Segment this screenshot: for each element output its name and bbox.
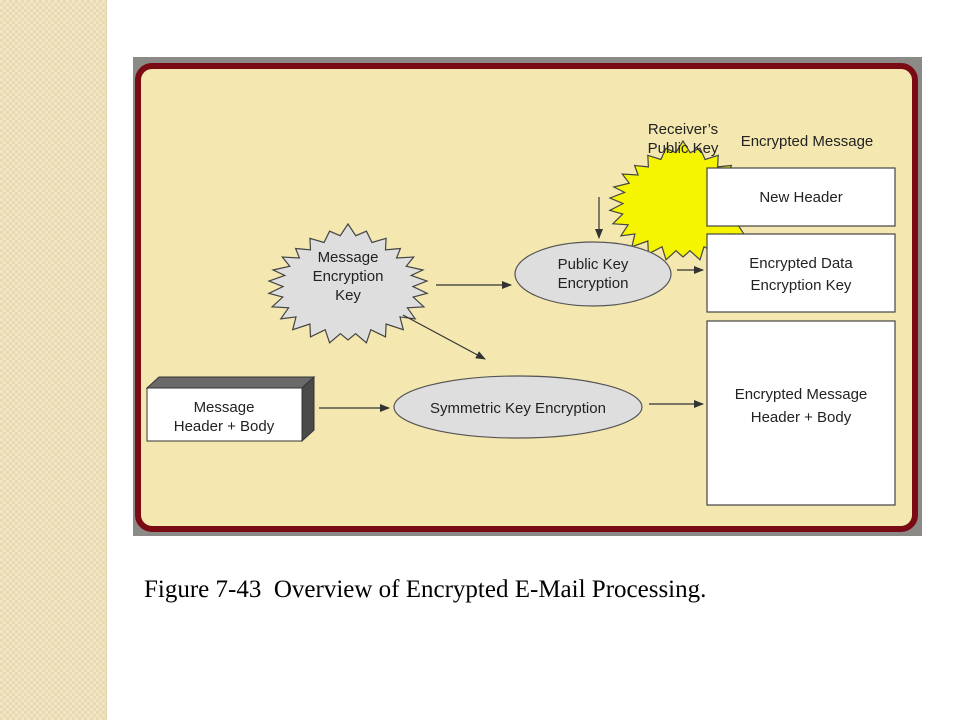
encrypted-data-key-line2: Encryption Key [751,277,852,294]
message-key-line3: Key [335,287,361,304]
encrypted-email-diagram: Receiver’s Public Key Message Encryption… [133,57,922,536]
message-header-body-block [145,375,316,443]
symmetric-key-encryption-ellipse [393,375,643,439]
encrypted-data-key-box [706,233,896,313]
encrypted-message-body-box [706,320,896,506]
public-key-encryption-line2: Encryption [558,275,629,292]
receiver-key-line2: Public Key [648,140,719,157]
new-header-box [706,167,896,227]
message-box-line1: Message [194,399,255,416]
encrypted-message-body-line2: Header + Body [751,409,852,426]
new-header-label: New Header [759,189,842,206]
message-key-line2: Encryption [313,268,384,285]
arrow-message-key-to-symmetric-encryption [402,314,486,360]
decorative-side-strip [0,0,107,720]
receiver-key-line1: Receiver’s [648,121,718,138]
encrypted-message-title: Encrypted Message [741,133,874,150]
encrypted-data-key-line1: Encrypted Data [749,255,853,272]
figure-caption: Figure 7-43 Overview of Encrypted E-Mail… [144,576,707,603]
message-key-line1: Message [318,249,379,266]
public-key-encryption-line1: Public Key [558,256,629,273]
message-box-line2: Header + Body [174,418,275,435]
symmetric-key-encryption-label: Symmetric Key Encryption [430,400,606,417]
encrypted-message-body-line1: Encrypted Message [735,386,868,403]
message-encryption-key-starburst [267,222,429,344]
public-key-encryption-ellipse [514,241,672,307]
